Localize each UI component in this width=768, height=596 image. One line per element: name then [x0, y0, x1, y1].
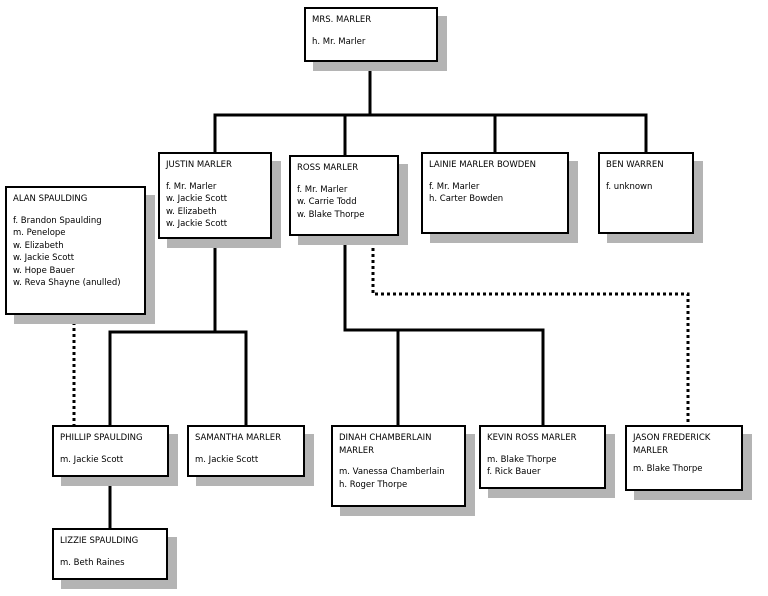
node-relation: h. Carter Bowden [429, 194, 504, 204]
node-relation: w. Reva Shayne (anulled) [13, 278, 121, 288]
node-relation: m. Blake Thorpe [633, 464, 703, 474]
node-relation: w. Jackie Scott [166, 219, 228, 229]
node-relation: h. Roger Thorpe [339, 479, 408, 490]
node-relation: m. Jackie Scott [60, 454, 124, 465]
node-relation: f. unknown [606, 181, 653, 192]
node-relation: w. Hope Bauer [13, 265, 75, 276]
node-ross-marler: ROSS MARLER f. Mr. Marler w. Carrie Todd… [289, 155, 399, 236]
node-name: DINAH CHAMBERLAIN MARLER [339, 433, 432, 456]
node-name: SAMANTHA MARLER [195, 433, 282, 443]
dotted-ross-to-jason [371, 236, 690, 425]
node-mrs-marler: MRS. MARLER h. Mr. Marler [304, 7, 438, 62]
node-justin-marler: JUSTIN MARLER f. Mr. Marler w. Jackie Sc… [158, 152, 272, 239]
node-lainie-marler-bowden: LAINIE MARLER BOWDEN f. Mr. Marler h. Ca… [421, 152, 569, 234]
node-name: LIZZIE SPAULDING [60, 536, 139, 546]
node-name: KEVIN ROSS MARLER [487, 433, 577, 443]
node-name: LAINIE MARLER BOWDEN [429, 160, 537, 170]
node-relation: f. Brandon Spaulding [13, 215, 102, 226]
node-relation: f. Mr. Marler [429, 181, 480, 192]
node-relation: w. Elizabeth [166, 206, 217, 217]
node-name: ALAN SPAULDING [13, 194, 88, 204]
node-relation: f. Mr. Marler [166, 181, 217, 192]
node-relation: w. Jackie Scott [166, 194, 228, 204]
node-name: JASON FREDERICK MARLER [633, 433, 711, 456]
node-name: BEN WARREN [606, 160, 664, 170]
node-name: ROSS MARLER [297, 163, 359, 173]
node-samantha-marler: SAMANTHA MARLER m. Jackie Scott [187, 425, 305, 477]
node-relation: f. Rick Bauer [487, 467, 541, 477]
node-relation: m. Jackie Scott [195, 454, 259, 465]
node-relation: m. Vanessa Chamberlain [339, 467, 445, 477]
node-name: JUSTIN MARLER [166, 160, 232, 170]
node-alan-spaulding: ALAN SPAULDING f. Brandon Spaulding m. P… [5, 186, 146, 315]
node-relation: w. Elizabeth [13, 240, 64, 251]
node-relation: m. Blake Thorpe [487, 454, 557, 465]
node-jason-frederick-marler: JASON FREDERICK MARLER m. Blake Thorpe [625, 425, 743, 491]
node-name: MRS. MARLER [312, 15, 372, 25]
node-ben-warren: BEN WARREN f. unknown [598, 152, 694, 234]
node-lizzie-spaulding: LIZZIE SPAULDING m. Beth Raines [52, 528, 168, 580]
node-name: PHILLIP SPAULDING [60, 433, 143, 443]
node-phillip-spaulding: PHILLIP SPAULDING m. Jackie Scott [52, 425, 169, 477]
node-relation: m. Penelope [13, 228, 66, 238]
node-kevin-ross-marler: KEVIN ROSS MARLER m. Blake Thorpe f. Ric… [479, 425, 606, 489]
node-relation: w. Carrie Todd [297, 197, 357, 207]
node-relation: w. Blake Thorpe [297, 209, 365, 220]
node-relation: f. Mr. Marler [297, 184, 348, 195]
node-relation: w. Jackie Scott [13, 253, 75, 263]
node-dinah-chamberlain-marler: DINAH CHAMBERLAIN MARLER m. Vanessa Cham… [331, 425, 466, 507]
node-relation: m. Beth Raines [60, 557, 125, 568]
node-relation: h. Mr. Marler [312, 36, 366, 47]
